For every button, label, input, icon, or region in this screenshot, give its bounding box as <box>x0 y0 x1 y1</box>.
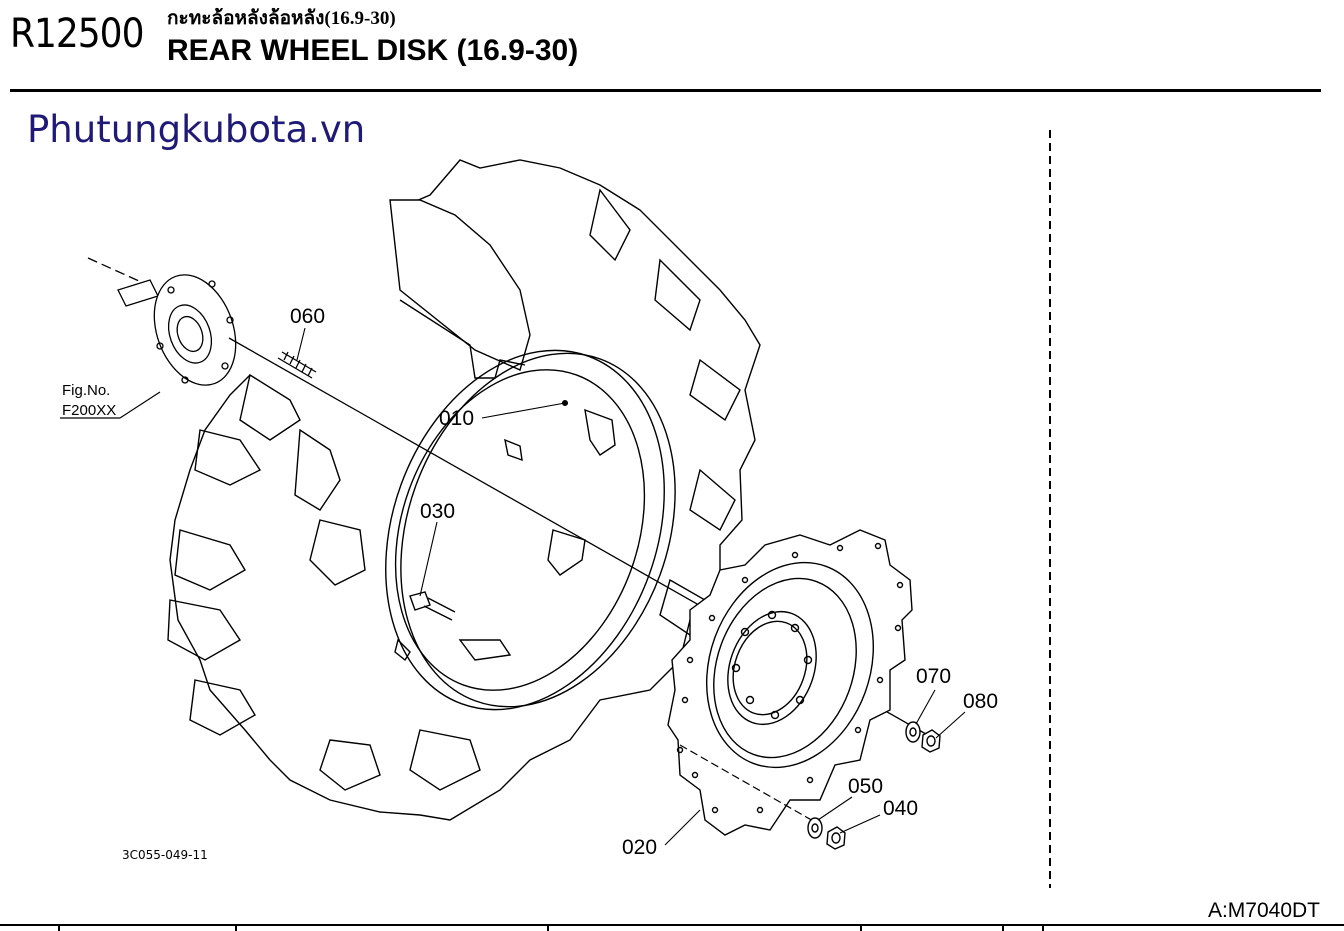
axle-flange <box>87 257 237 386</box>
rear-tire <box>167 159 761 821</box>
page-code: R12500 <box>10 11 144 57</box>
wheel-rim <box>385 349 676 711</box>
footer-divider <box>0 924 1344 926</box>
page-title-thai: กะทะล้อหลังล้อหลัง(16.9-30) <box>167 8 396 29</box>
wheel-disk <box>667 529 913 836</box>
part-label-070: 070 <box>916 665 951 688</box>
part-label-050: 050 <box>848 775 883 798</box>
model-code: A:M7040DT <box>1207 899 1320 922</box>
nut-040 <box>826 826 846 850</box>
ref-fig-label: Fig.No. <box>62 382 110 399</box>
leader-lines <box>296 327 966 846</box>
footer-tick <box>860 924 862 931</box>
footer-tick <box>235 924 237 931</box>
part-label-040: 040 <box>883 797 918 820</box>
washer-070 <box>905 721 921 743</box>
part-label-020: 020 <box>622 836 657 859</box>
page-title: REAR WHEEL DISK (16.9-30) <box>167 34 579 67</box>
part-label-080: 080 <box>963 690 998 713</box>
part-label-060: 060 <box>290 305 325 328</box>
stud-bolt <box>277 351 317 379</box>
footer-tick <box>58 924 60 931</box>
nut-080 <box>921 729 941 753</box>
header-divider <box>10 89 1321 92</box>
drawing-number: 3C055-049-11 <box>122 848 208 862</box>
washer-050 <box>807 817 823 839</box>
watermark-text: Phutungkubota.vn <box>27 108 366 151</box>
part-label-030: 030 <box>420 500 455 523</box>
bolt <box>409 591 456 621</box>
footer-tick <box>1002 924 1004 931</box>
footer-tick <box>547 924 549 931</box>
part-label-010: 010 <box>439 407 474 430</box>
footer-tick <box>1042 924 1044 931</box>
ref-fig-number: F200XX <box>62 402 116 419</box>
